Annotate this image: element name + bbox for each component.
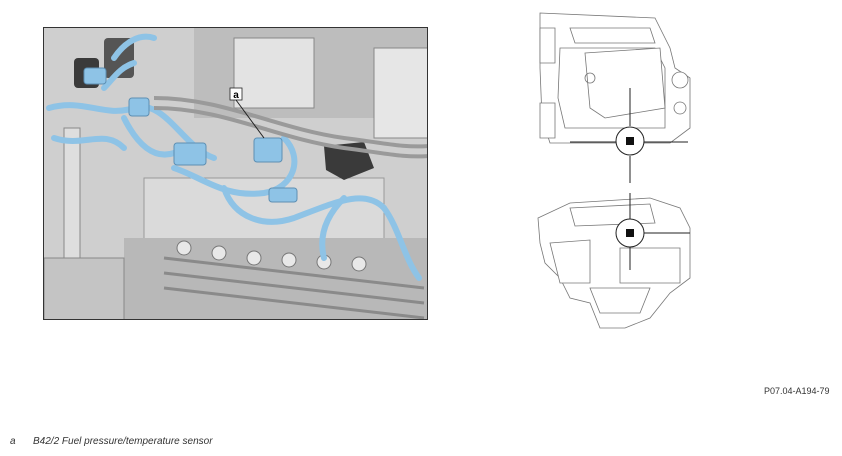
- callout-label-a: a: [233, 90, 239, 101]
- legend: a B42/2 Fuel pressure/temperature sensor: [10, 436, 213, 447]
- engine-photo-drawing: a: [44, 28, 427, 319]
- locator-diagram: [530, 8, 700, 338]
- figure-code: P07.04-A194-79: [764, 386, 830, 396]
- callout-leader-line: [235, 99, 265, 139]
- locator-diagram-drawing: [537, 12, 691, 329]
- fuel-pressure-temperature-sensor: [253, 137, 283, 163]
- legend-key: a: [10, 436, 16, 447]
- engine-photo: a: [43, 27, 428, 320]
- legend-text: B42/2 Fuel pressure/temperature sensor: [33, 436, 213, 447]
